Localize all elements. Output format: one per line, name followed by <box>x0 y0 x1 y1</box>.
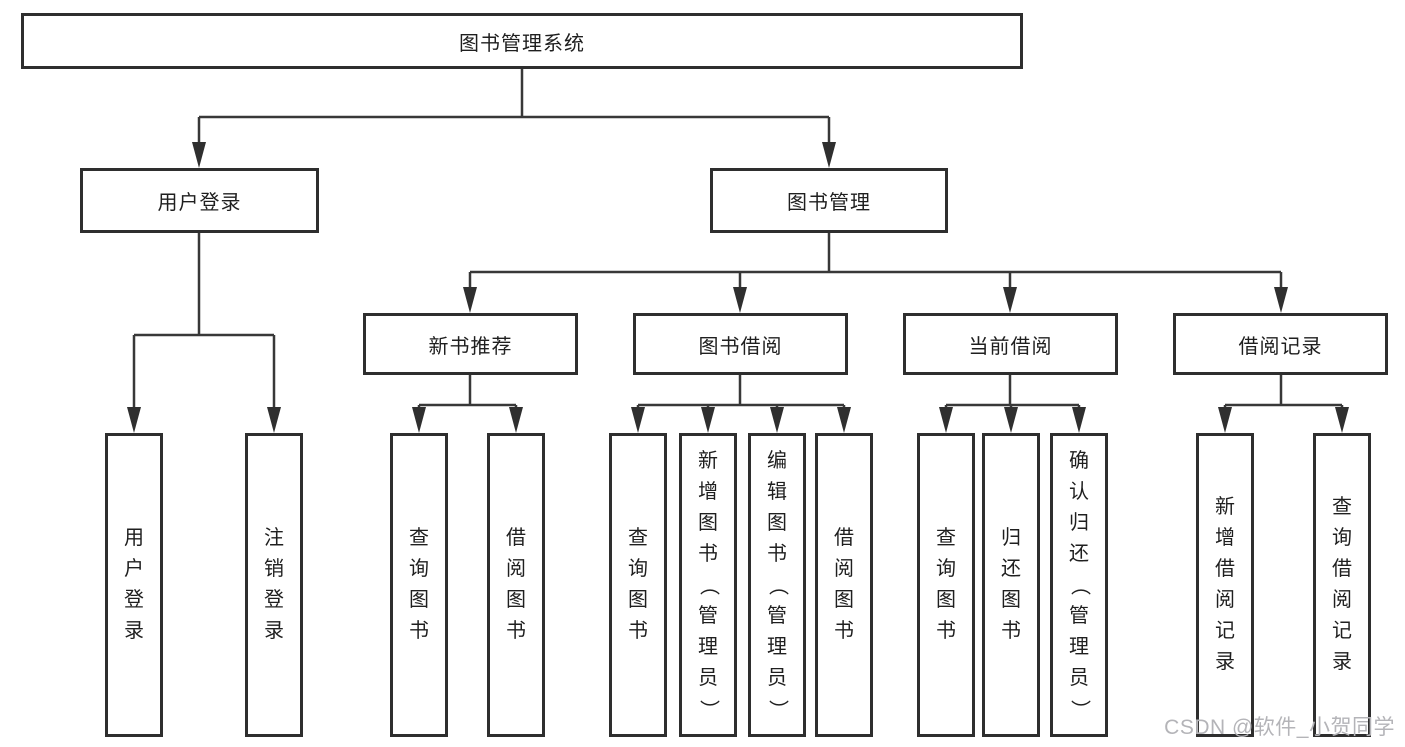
leaf-current-return-label: 归还图书 <box>1001 527 1021 642</box>
node-user-login: 用户登录 <box>80 168 319 233</box>
node-book-mgmt-label: 图书管理 <box>787 192 871 214</box>
node-new-books-label: 新书推荐 <box>428 335 513 358</box>
leaf-logout-label: 注销登录 <box>264 527 284 642</box>
leaf-records-add-label: 新增借阅记录 <box>1215 496 1235 673</box>
node-book-mgmt: 图书管理 <box>710 168 948 233</box>
node-borrow-records: 借阅记录 <box>1173 313 1388 375</box>
leaf-records-query-label: 查询借阅记录 <box>1332 496 1352 673</box>
connector-records-to-leaves <box>1218 375 1349 433</box>
leaf-current-query: 查询图书 <box>917 433 975 737</box>
csdn-watermark: CSDN @软件_小贺同学 <box>1164 716 1395 739</box>
connector-bookborrow-to-leaves <box>631 375 851 433</box>
leaf-borrow-query-label: 查询图书 <box>628 527 648 642</box>
leaf-current-confirm-label: 确认归还（管理员） <box>1068 449 1091 720</box>
leaf-borrow-borrow-label: 借阅图书 <box>834 527 854 642</box>
leaf-borrow-borrow: 借阅图书 <box>815 433 873 737</box>
leaf-borrow-edit-label: 编辑图书（管理员） <box>766 449 789 720</box>
node-root-label: 图书管理系统 <box>459 32 585 55</box>
node-borrow-records-label: 借阅记录 <box>1238 335 1323 358</box>
leaf-borrow-edit: 编辑图书（管理员） <box>748 433 806 737</box>
leaf-current-query-label: 查询图书 <box>936 527 956 642</box>
leaf-user-login: 用户登录 <box>105 433 163 737</box>
node-user-login-label: 用户登录 <box>157 192 242 214</box>
leaf-logout: 注销登录 <box>245 433 303 737</box>
leaf-borrow-add-label: 新增图书（管理员） <box>697 449 720 720</box>
connector-currentborrow-to-leaves <box>939 375 1086 433</box>
node-book-borrow: 图书借阅 <box>633 313 848 375</box>
leaf-newbooks-query-label: 查询图书 <box>409 527 429 642</box>
node-current-borrow-label: 当前借阅 <box>968 335 1053 358</box>
leaf-current-return: 归还图书 <box>982 433 1040 737</box>
leaf-borrow-query: 查询图书 <box>609 433 667 737</box>
leaf-newbooks-borrow-label: 借阅图书 <box>506 527 526 642</box>
node-new-books: 新书推荐 <box>363 313 578 375</box>
leaf-records-query: 查询借阅记录 <box>1313 433 1371 737</box>
leaf-current-confirm: 确认归还（管理员） <box>1050 433 1108 737</box>
leaf-borrow-add: 新增图书（管理员） <box>679 433 737 737</box>
leaf-newbooks-query: 查询图书 <box>390 433 448 737</box>
connector-bookmgmt-to-level3 <box>463 233 1288 313</box>
connector-userlogin-to-leaves <box>127 233 281 433</box>
connector-newbooks-to-leaves <box>412 375 523 433</box>
node-book-borrow-label: 图书借阅 <box>698 335 783 358</box>
node-current-borrow: 当前借阅 <box>903 313 1118 375</box>
leaf-user-login-label: 用户登录 <box>124 527 144 642</box>
leaf-records-add: 新增借阅记录 <box>1196 433 1254 737</box>
leaf-newbooks-borrow: 借阅图书 <box>487 433 545 737</box>
connector-root-to-level2 <box>192 69 836 168</box>
node-root: 图书管理系统 <box>21 13 1023 69</box>
